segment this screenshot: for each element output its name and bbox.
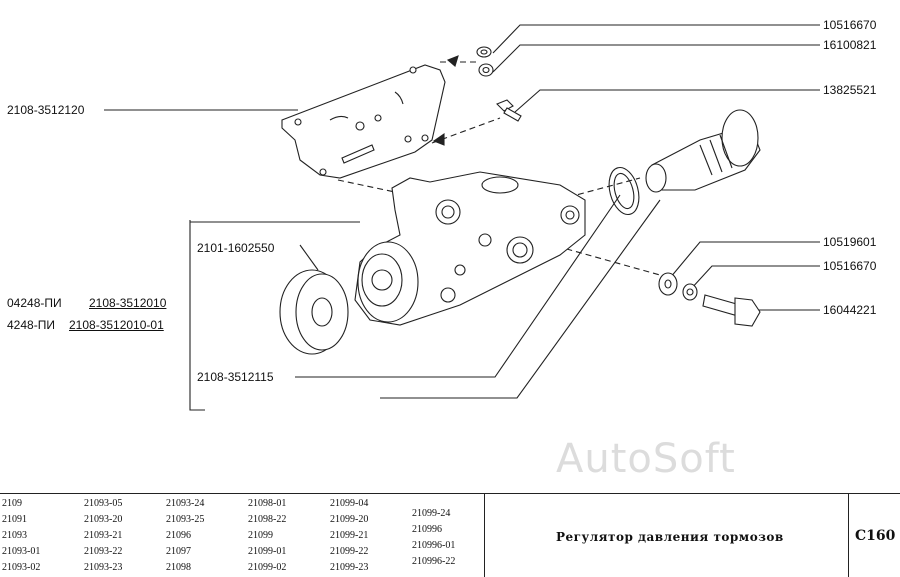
- model-code: 21099: [248, 530, 273, 541]
- model-code: 21093-24: [166, 498, 205, 509]
- model-code: 21098: [166, 562, 191, 573]
- label-10516670-mid: 10516670: [823, 259, 877, 273]
- footer-divider: [484, 494, 485, 577]
- sealing-ring: [608, 166, 640, 216]
- model-code: 21099-22: [330, 546, 369, 557]
- model-code: 21097: [166, 546, 191, 557]
- assembly-prefix-2: 4248-ПИ: [7, 318, 55, 332]
- label-13825521: 13825521: [823, 83, 877, 97]
- model-code: 21093-20: [84, 514, 123, 525]
- exploded-parts-diagram: [104, 24, 820, 411]
- small-bolt: [496, 99, 522, 122]
- regulator-body: [354, 171, 586, 326]
- watermark-text: AutoSoft: [556, 436, 736, 482]
- model-code: 21093-01: [2, 546, 41, 557]
- protective-cap: [279, 269, 349, 355]
- model-code: 21099-21: [330, 530, 369, 541]
- model-code: 21093-23: [84, 562, 123, 573]
- diagram-title: Регулятор давления тормозов: [556, 530, 784, 544]
- model-code: 21099-04: [330, 498, 369, 509]
- assembly-prefix-1: 04248-ПИ: [7, 296, 62, 310]
- model-code: 21093-05: [84, 498, 123, 509]
- label-10519601: 10519601: [823, 235, 877, 249]
- model-code: 21099-02: [248, 562, 287, 573]
- page-code: C160: [855, 528, 896, 544]
- model-code: 21093-22: [84, 546, 123, 557]
- model-code: 2109: [2, 498, 22, 509]
- model-code: 21093-02: [2, 562, 41, 573]
- model-code: 21099-01: [248, 546, 287, 557]
- model-code: 21098-22: [248, 514, 287, 525]
- model-code: 210996: [412, 524, 442, 535]
- model-code: 210996-22: [412, 556, 456, 567]
- model-code: 21098-01: [248, 498, 287, 509]
- label-16044221: 16044221: [823, 303, 877, 317]
- label-2108-3512120: 2108-3512120: [7, 103, 85, 117]
- bracket-plate: [281, 64, 446, 179]
- footer-info-panel: 2109 21091 21093 21093-01 21093-02 21093…: [0, 493, 900, 577]
- model-code: 210996-01: [412, 540, 456, 551]
- model-code: 21099-24: [412, 508, 451, 519]
- assembly-part-link-2[interactable]: 2108-3512010-01: [69, 318, 164, 332]
- assembly-part-link-1[interactable]: 2108-3512010: [89, 296, 167, 310]
- model-code: 21093-21: [84, 530, 123, 541]
- label-16100821: 16100821: [823, 38, 877, 52]
- label-10516670-top: 10516670: [823, 18, 877, 32]
- model-code: 21093-25: [166, 514, 205, 525]
- label-2108-3512115: 2108-3512115: [197, 370, 274, 384]
- model-code: 21096: [166, 530, 191, 541]
- washers: [658, 272, 698, 301]
- label-2101-1602550: 2101-1602550: [197, 241, 275, 255]
- nut-top: [476, 46, 494, 77]
- model-code: 21099-20: [330, 514, 369, 525]
- valve-plug: [645, 109, 761, 193]
- model-code: 21099-23: [330, 562, 369, 573]
- model-code: 21091: [2, 514, 27, 525]
- footer-divider: [848, 494, 849, 577]
- model-code: 21093: [2, 530, 27, 541]
- bolt: [702, 294, 761, 327]
